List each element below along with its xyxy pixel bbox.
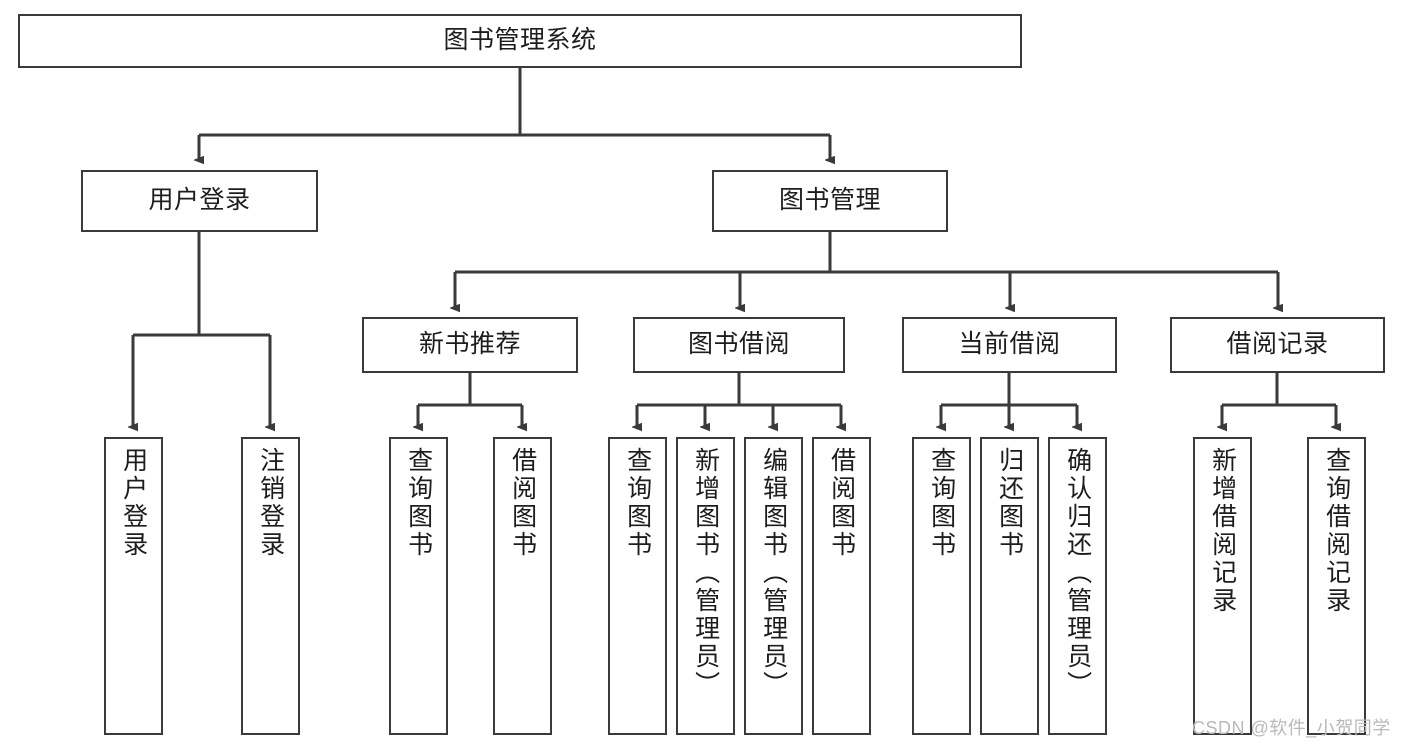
leaf-new-book-query[interactable]: 查询图书 — [389, 437, 448, 735]
node-label: 新增借阅记录 — [1208, 447, 1237, 615]
node-label: 用户登录 — [119, 447, 148, 559]
node-borrow-records[interactable]: 借阅记录 — [1170, 317, 1385, 373]
node-current-borrow[interactable]: 当前借阅 — [902, 317, 1117, 373]
leaf-book-borrow-add[interactable]: 新增图书（管理员） — [676, 437, 735, 735]
leaf-current-borrow-query[interactable]: 查询图书 — [912, 437, 971, 735]
node-label: 归还图书 — [995, 447, 1024, 559]
node-label: 图书借阅 — [687, 330, 790, 359]
node-book-borrow[interactable]: 图书借阅 — [633, 317, 845, 373]
node-label: 图书管理 — [778, 186, 881, 215]
node-label: 编辑图书（管理员） — [759, 447, 788, 699]
node-book-management[interactable]: 图书管理 — [712, 170, 948, 232]
leaf-user-login-login[interactable]: 用户登录 — [104, 437, 163, 735]
node-label: 查询图书 — [927, 447, 956, 559]
node-label: 用户登录 — [148, 186, 251, 215]
node-label: 新增图书（管理员） — [691, 447, 720, 699]
node-label: 查询图书 — [404, 447, 433, 559]
node-label: 借阅记录 — [1226, 330, 1329, 359]
node-label: 确认归还（管理员） — [1063, 447, 1092, 699]
leaf-user-login-logout[interactable]: 注销登录 — [241, 437, 300, 735]
leaf-current-borrow-confirm-return[interactable]: 确认归还（管理员） — [1048, 437, 1107, 735]
leaf-current-borrow-return[interactable]: 归还图书 — [980, 437, 1039, 735]
node-label: 图书管理系统 — [443, 26, 597, 55]
node-label: 查询借阅记录 — [1322, 447, 1351, 615]
leaf-book-borrow-query[interactable]: 查询图书 — [608, 437, 667, 735]
leaf-book-borrow-borrow[interactable]: 借阅图书 — [812, 437, 871, 735]
node-label: 注销登录 — [256, 447, 285, 559]
node-label: 新书推荐 — [418, 330, 521, 359]
leaf-new-book-borrow[interactable]: 借阅图书 — [493, 437, 552, 735]
leaf-borrow-records-add[interactable]: 新增借阅记录 — [1193, 437, 1252, 735]
node-user-login[interactable]: 用户登录 — [81, 170, 318, 232]
node-new-book-recommend[interactable]: 新书推荐 — [362, 317, 578, 373]
node-label: 借阅图书 — [508, 447, 537, 559]
node-label: 借阅图书 — [827, 447, 856, 559]
leaf-borrow-records-query[interactable]: 查询借阅记录 — [1307, 437, 1366, 735]
node-label: 当前借阅 — [958, 330, 1061, 359]
node-label: 查询图书 — [623, 447, 652, 559]
node-root-book-management-system[interactable]: 图书管理系统 — [18, 14, 1022, 68]
leaf-book-borrow-edit[interactable]: 编辑图书（管理员） — [744, 437, 803, 735]
